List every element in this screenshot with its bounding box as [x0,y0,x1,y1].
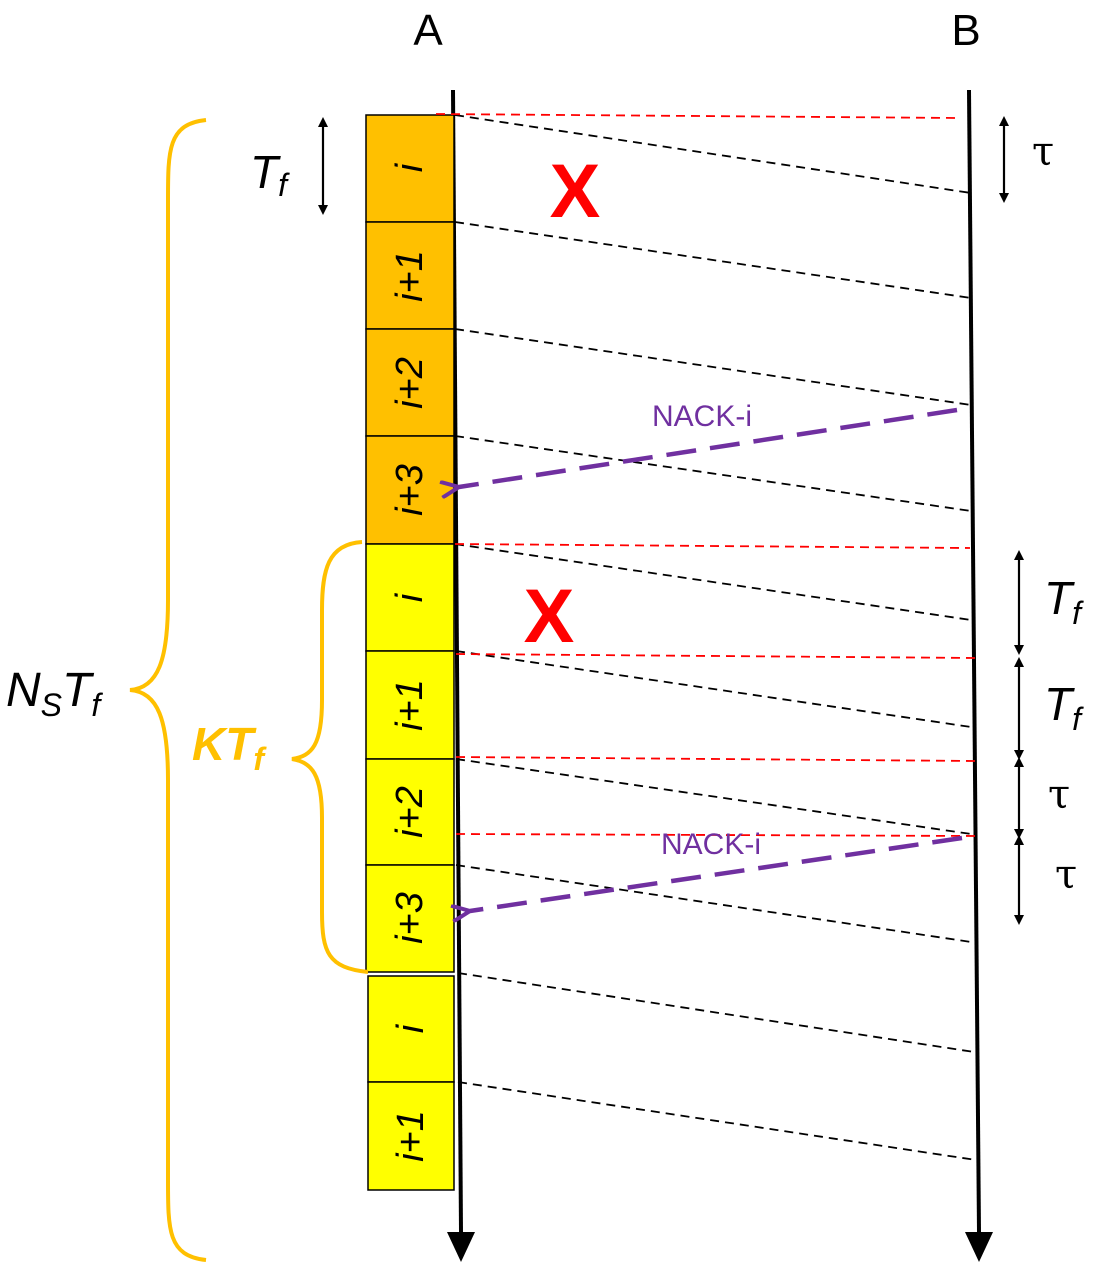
reference-lines [435,113,977,837]
frame-label: i+1 [389,250,431,302]
tf-label: Tf [1044,678,1084,737]
tau-label: τ [1055,852,1077,898]
frame-box: i [365,114,455,223]
transmission-line [454,435,972,512]
kt-brace [291,540,369,974]
frame-label: i+2 [389,357,431,409]
ns-brace [129,118,207,1262]
frame-box: i+3 [365,435,455,545]
tf-label: Tf [250,146,290,203]
timeline-b [965,89,993,1262]
frame-stack: i i+1 i+2 i+3 i i+1 i+2 i+3 [365,114,455,1191]
frame-box: i+1 [367,1081,455,1191]
frame-box: i [365,543,455,652]
loss-mark: X [550,149,601,234]
transmission-lines [454,114,977,1161]
frame-label: i+1 [389,679,431,731]
kt-label: KTf [192,718,267,777]
transmission-line [454,114,972,194]
reference-line [454,543,971,549]
transmission-line [454,543,972,621]
frame-label: i+3 [389,892,431,944]
transmission-line [457,972,975,1053]
transmission-line [455,650,972,728]
frame-label: i+2 [389,786,431,838]
loss-mark: X [524,574,575,659]
tau-label: τ [1048,772,1070,818]
tau-label: τ [1032,129,1054,175]
transmission-line [454,328,972,406]
nack-arrow [459,407,958,487]
transmission-line [457,1081,977,1161]
frame-box: i+1 [365,650,455,760]
frame-box: i+3 [365,864,455,973]
transmission-line [455,864,972,943]
nack-arrow [470,835,963,911]
frame-box: i [367,975,455,1083]
node-a-label: A [413,6,443,55]
frame-label: i+3 [389,464,431,516]
reference-line [435,113,959,119]
transmission-line [454,221,972,299]
frame-box: i+1 [365,221,455,330]
tf-label: Tf [1044,572,1084,631]
reference-line [455,653,977,659]
ns-tf-label: NSTf [6,664,103,723]
frame-box: i+2 [365,758,455,866]
frame-box: i+2 [365,328,455,437]
nack-label: NACK-i [661,828,761,861]
frame-label: i [389,592,431,602]
frame-label: i+1 [390,1110,432,1162]
frame-label: i [389,162,431,172]
transmission-line [455,758,972,835]
reference-line [455,833,977,837]
node-b-label: B [951,6,980,55]
reference-line [455,756,977,762]
frame-label: i [390,1023,432,1033]
nack-label: NACK-i [652,400,752,433]
